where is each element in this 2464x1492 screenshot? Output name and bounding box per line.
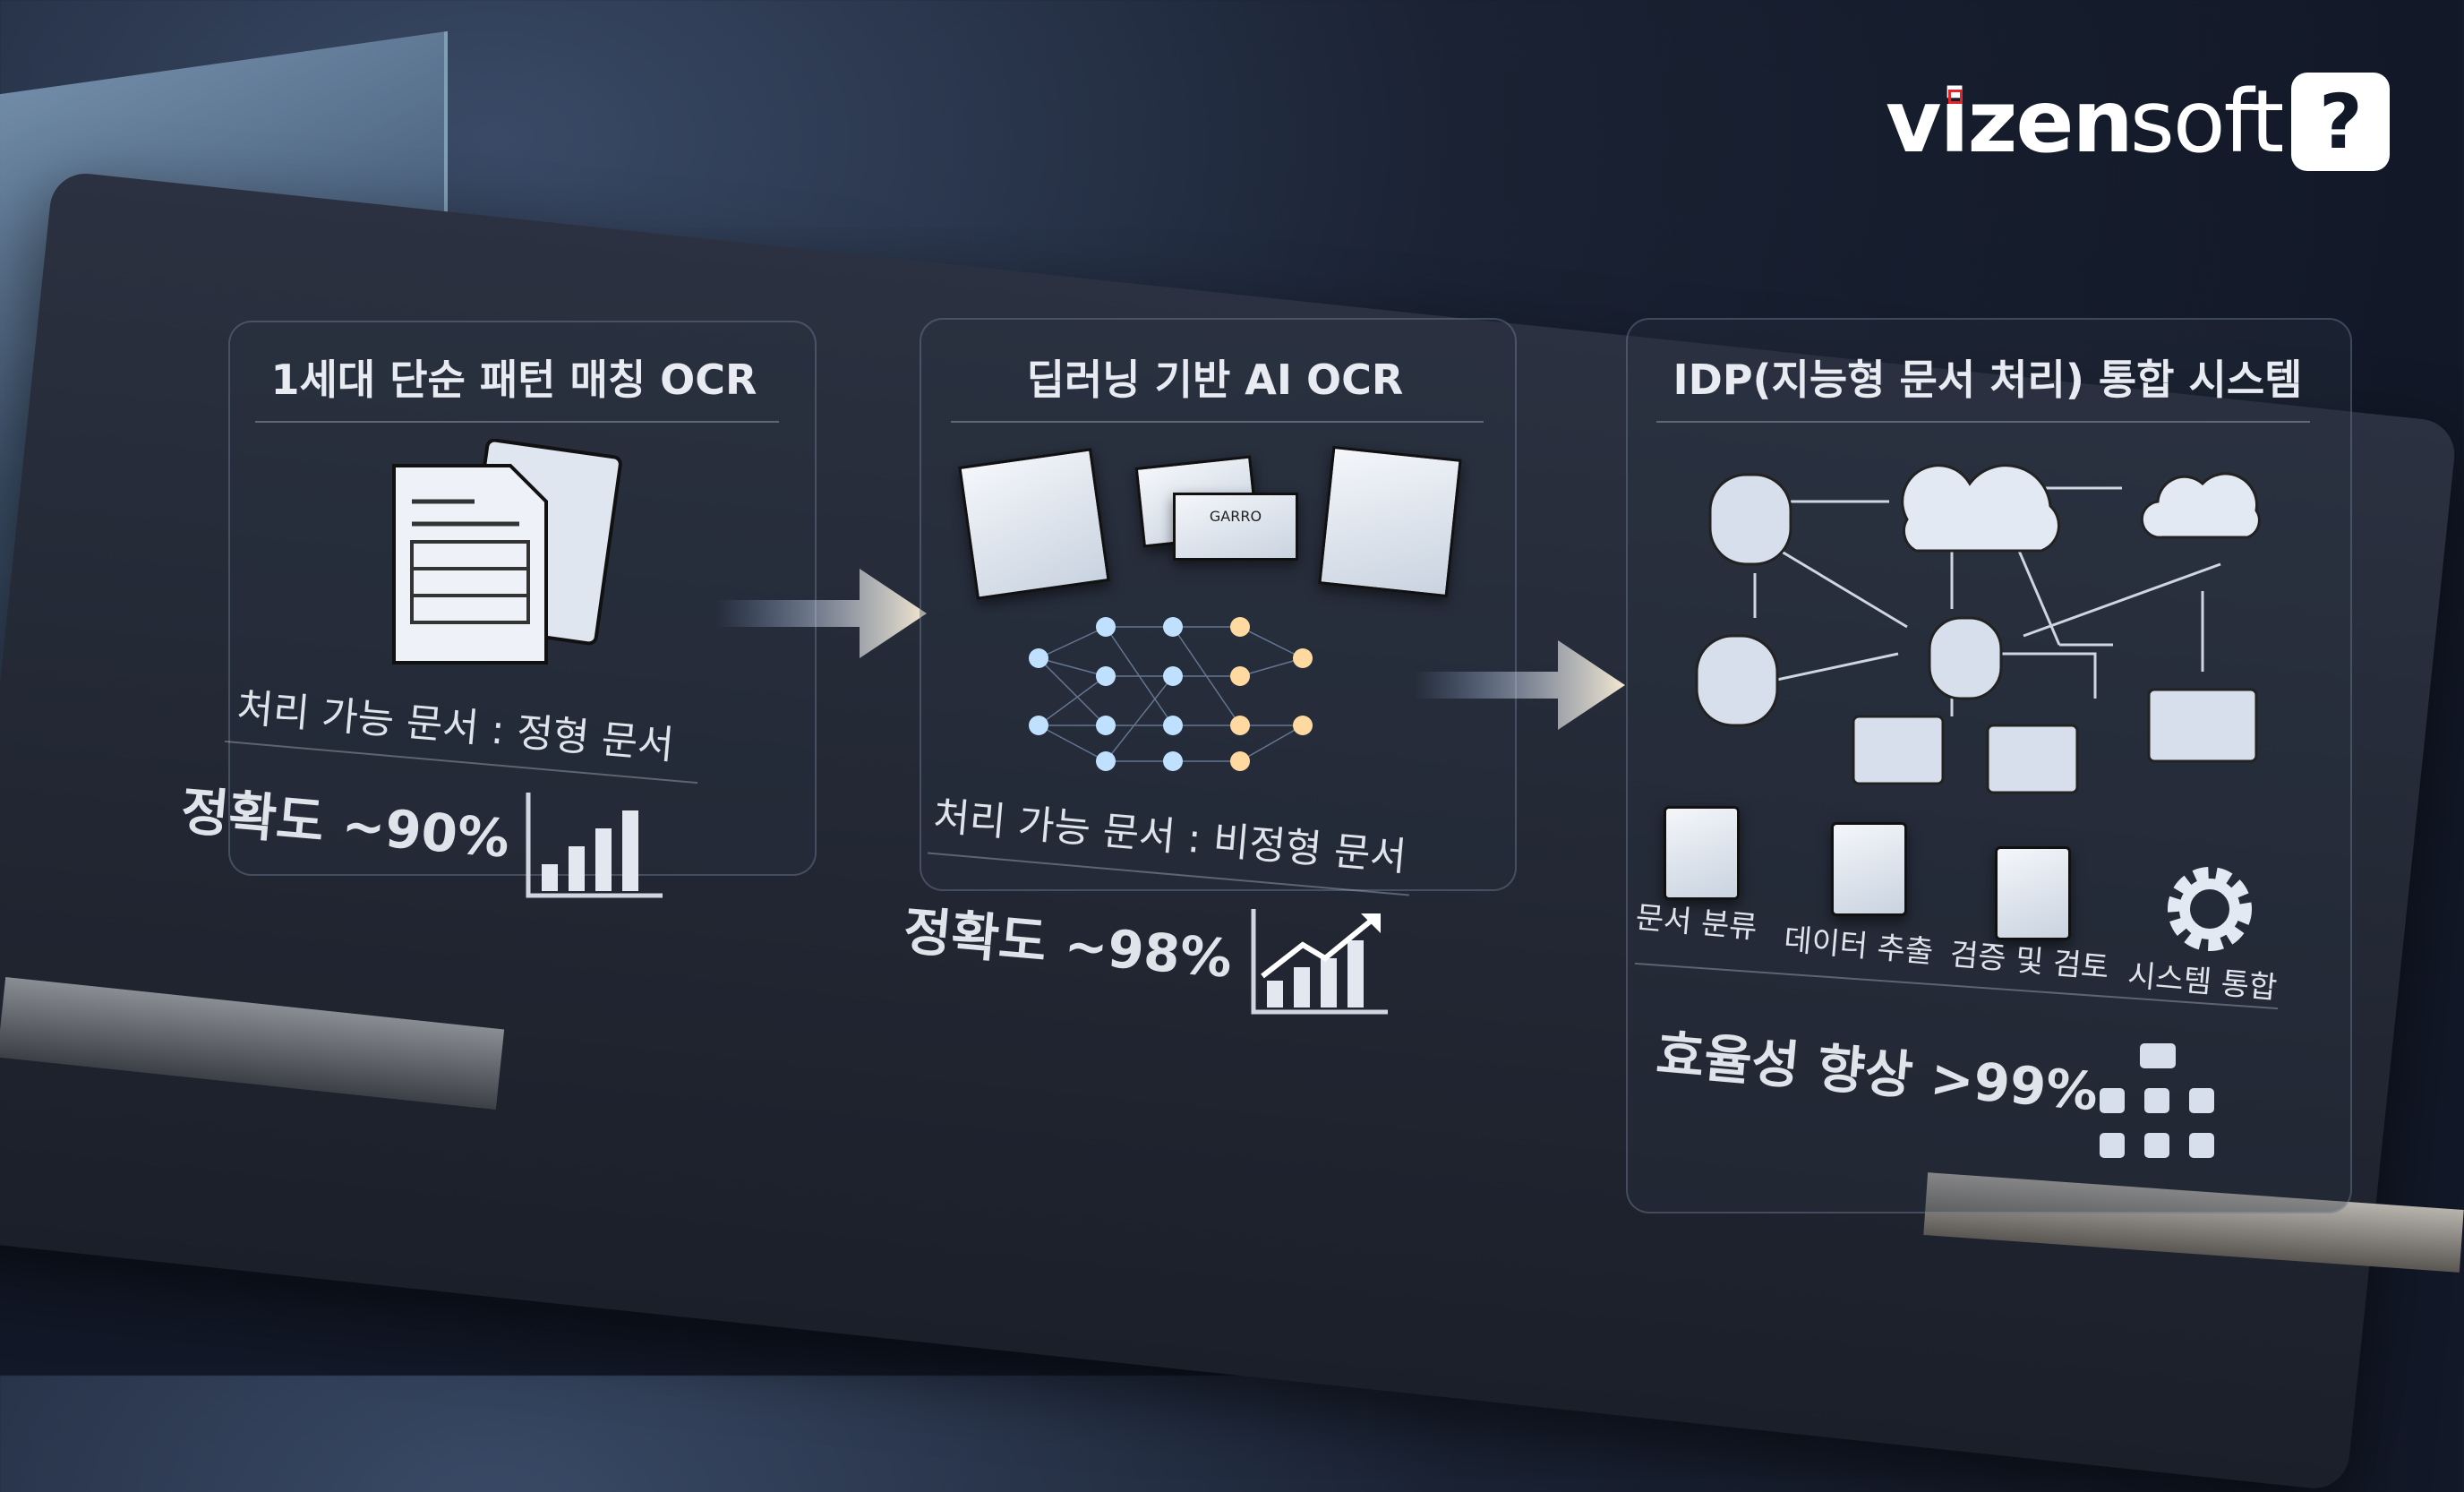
business-card-icon: GARRO <box>1173 493 1298 561</box>
question-bubble-icon: ? <box>2291 73 2391 171</box>
growth-chart-icon <box>1251 909 1388 1015</box>
bar-chart-icon <box>526 793 663 898</box>
verification-icon <box>1995 846 2071 940</box>
structured-document-icon <box>392 439 622 665</box>
divider <box>1656 421 2310 423</box>
logo-red-square <box>1948 90 1963 104</box>
panel-2-title: 딥러닝 기반 AI OCR <box>1026 356 1404 404</box>
panel-1-title: 1세대 단순 패턴 매칭 OCR <box>270 356 757 404</box>
torn-form-icon <box>1318 445 1462 598</box>
system-integration-network-icon <box>1695 464 2261 794</box>
card-text: GARRO <box>1209 508 1262 525</box>
progression-arrow-icon <box>1415 640 1625 730</box>
workflow-flowchart-icon <box>2100 1043 2214 1158</box>
logo-text-light: soft <box>2129 72 2284 172</box>
divider <box>255 421 779 423</box>
panel-3-title: IDP(지능형 문서 처리) 통합 시스템 <box>1673 356 2303 404</box>
gear-icon <box>2168 867 2252 951</box>
logo-text-bold: vizen <box>1886 72 2134 172</box>
divider <box>951 421 1484 423</box>
neural-network-icon <box>1029 617 1313 771</box>
progression-arrow-icon <box>716 569 927 658</box>
panel-deep-learning-ocr <box>920 318 1517 891</box>
document-classify-icon <box>1664 806 1740 900</box>
handwritten-note-icon <box>958 448 1110 600</box>
data-extract-icon <box>1831 822 1907 916</box>
badge-glyph: ? <box>2318 78 2363 166</box>
